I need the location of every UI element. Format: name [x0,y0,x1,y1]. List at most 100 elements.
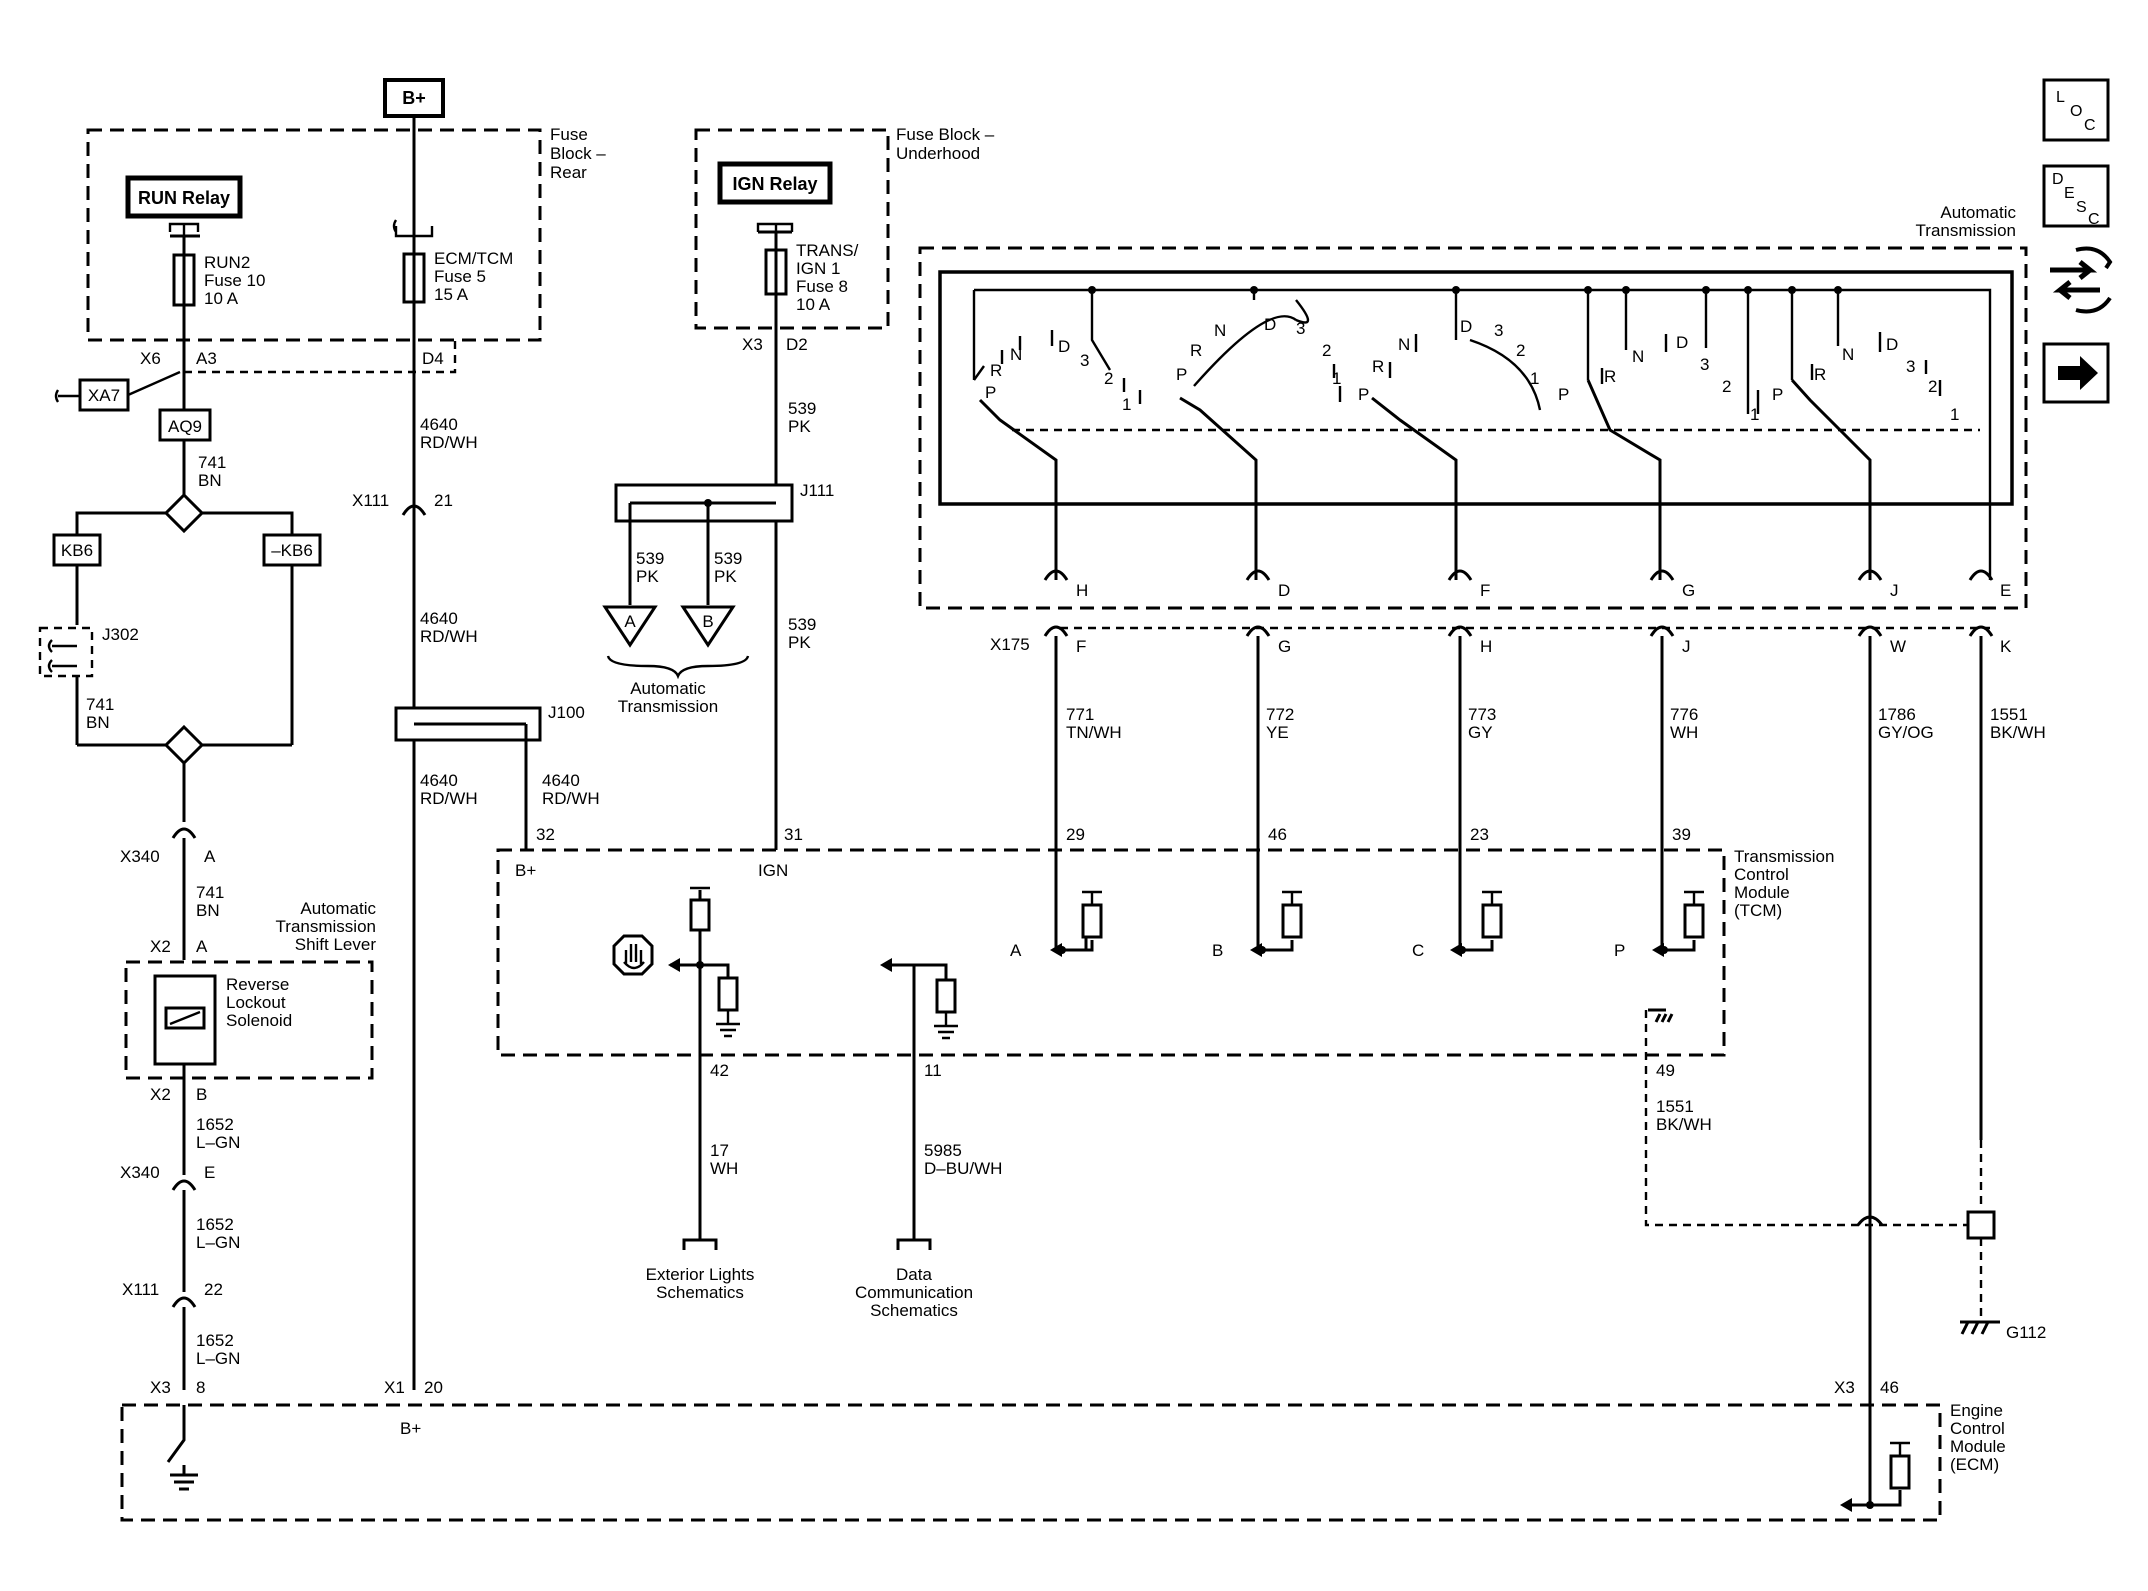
svg-text:B: B [702,612,713,631]
swap-connectors-icon[interactable] [2050,246,2113,314]
svg-text:P: P [1558,385,1569,404]
svg-text:1: 1 [1750,405,1759,424]
pullup-resistor-42 [689,898,711,932]
tcm-input-a: A [1010,890,1103,960]
svg-text:RUN2: RUN2 [204,253,250,272]
svg-text:Schematics: Schematics [656,1283,744,1302]
svg-text:X1: X1 [384,1378,405,1397]
svg-text:X111: X111 [122,1280,159,1299]
svg-text:Rear: Rear [550,163,587,182]
svg-text:3: 3 [1080,351,1089,370]
svg-text:Exterior Lights: Exterior Lights [646,1265,755,1284]
svg-text:Fuse 5: Fuse 5 [434,267,486,286]
svg-text:X3: X3 [150,1378,171,1397]
svg-text:TN/WH: TN/WH [1066,723,1122,742]
svg-text:A3: A3 [196,349,217,368]
svg-text:2: 2 [1104,369,1113,388]
svg-text:D: D [2052,171,2064,188]
run-relay: RUN Relay [125,175,243,238]
svg-text:WH: WH [1670,723,1698,742]
svg-text:Communication: Communication [855,1283,973,1302]
svg-text:539: 539 [788,615,816,634]
pulldown-resistor-42 [717,976,739,1012]
svg-text:10 A: 10 A [204,289,239,308]
svg-text:RD/WH: RD/WH [420,627,478,646]
svg-text:D: D [1058,337,1070,356]
kb6-neg-box: –KB6 [262,533,322,567]
svg-text:Transmission: Transmission [1734,847,1834,866]
svg-text:BK/WH: BK/WH [1990,723,2046,742]
svg-text:Shift Lever: Shift Lever [295,935,377,954]
svg-text:Engine: Engine [1950,1401,2003,1420]
range-switch-3: P R N D 3 2 1 [1358,290,1542,580]
splice-diamond-top [163,492,205,534]
svg-text:D: D [1886,335,1898,354]
svg-text:L–GN: L–GN [196,1349,240,1368]
ign-relay: IGN Relay [717,161,833,234]
svg-text:32: 32 [536,825,555,844]
desc-button[interactable]: D E S C [2042,164,2110,228]
trans-connector-top-pins: H D F G J E [1043,569,2011,600]
svg-text:X340: X340 [120,1163,160,1182]
svg-text:BN: BN [196,901,220,920]
svg-text:IGN Relay: IGN Relay [732,174,817,194]
brake-hand-icon [612,934,654,976]
navigation-panel: L O C D E S C [2040,70,2120,410]
svg-text:Solenoid: Solenoid [226,1011,292,1030]
svg-text:3: 3 [1700,355,1709,374]
right-arrow-icon[interactable] [2042,342,2110,404]
svg-text:PK: PK [714,567,737,586]
svg-text:D2: D2 [786,335,808,354]
svg-text:A: A [624,612,636,631]
svg-text:B+: B+ [400,1419,421,1438]
svg-text:N: N [1398,335,1410,354]
svg-text:X6: X6 [140,349,161,368]
reference-triangle-a: A [602,605,658,648]
range-switch-1: P R N D 3 2 1 [973,290,1142,580]
svg-text:N: N [1214,321,1226,340]
svg-text:X3: X3 [742,335,763,354]
svg-text:D4: D4 [422,349,444,368]
svg-text:3: 3 [1296,319,1305,338]
svg-text:AQ9: AQ9 [168,417,202,436]
svg-text:P: P [1614,941,1625,960]
svg-text:PK: PK [636,567,659,586]
svg-text:2: 2 [1722,377,1731,396]
svg-text:L–GN: L–GN [196,1133,240,1152]
svg-text:4640: 4640 [542,771,580,790]
svg-text:F: F [1480,581,1490,600]
svg-text:Automatic: Automatic [300,899,376,918]
svg-text:KB6: KB6 [61,541,93,560]
svg-text:Module: Module [1734,883,1790,902]
svg-text:E: E [2000,581,2011,600]
svg-text:49: 49 [1656,1061,1675,1080]
fuse-block-underhood: Fuse Block – Underhood [694,125,995,330]
svg-text:ECM/TCM: ECM/TCM [434,249,513,268]
svg-text:1551: 1551 [1990,705,2028,724]
trans-connector-bottom-pins: F G H J W K [1043,625,2012,656]
svg-text:1786: 1786 [1878,705,1916,724]
svg-text:C: C [2088,211,2100,228]
svg-text:B: B [1212,941,1223,960]
loc-button[interactable]: L O C [2042,78,2110,142]
svg-text:A: A [1010,941,1022,960]
g112-ground: G112 [1960,1320,2046,1342]
svg-text:R: R [1814,365,1826,384]
svg-text:Fuse Block –: Fuse Block – [896,125,995,144]
svg-text:S: S [2076,199,2087,216]
range-switch-4: P R N D 3 2 1 [1558,290,1759,580]
svg-text:K: K [2000,637,2012,656]
svg-text:Lockout: Lockout [226,993,286,1012]
svg-text:X3: X3 [1834,1378,1855,1397]
svg-text:3: 3 [1906,357,1915,376]
ecm-pullup-resistor [1889,1454,1911,1490]
svg-text:Schematics: Schematics [870,1301,958,1320]
svg-text:Transmission: Transmission [276,917,376,936]
svg-text:29: 29 [1066,825,1085,844]
svg-text:A: A [196,937,208,956]
tcm-input-p: P [1614,890,1705,960]
svg-text:J: J [1890,581,1899,600]
svg-text:X340: X340 [120,847,160,866]
svg-text:E: E [204,1163,215,1182]
